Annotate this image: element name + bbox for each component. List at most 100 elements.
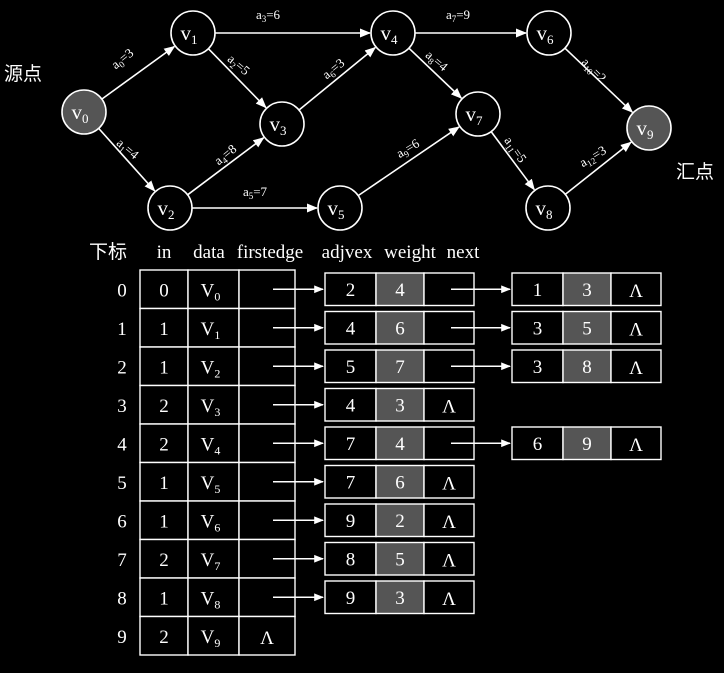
edge-label-v3-v4: a6=3 (319, 55, 348, 83)
row-4-edge1-weight: 4 (395, 434, 405, 455)
row-0-edge2-adjvex-cell (511, 272, 564, 307)
row-6-edge1-weight-cell (375, 503, 425, 538)
row-8-edge1-null: Λ (442, 589, 456, 610)
node-v7 (455, 91, 501, 137)
row-3-edge1-next-cell (423, 387, 475, 422)
row-0-index: 0 (117, 280, 127, 301)
edge-v2-v3 (187, 137, 265, 196)
edge-label-v4-v7: a8=4 (422, 47, 452, 76)
row-5-edge1-weight-cell (375, 464, 425, 499)
row-7-data-cell (187, 538, 240, 579)
row-5-edge1-adjvex: 7 (346, 473, 356, 494)
row-5-edge1-null: Λ (442, 474, 456, 495)
edge-label-v1-v3: a2=5 (224, 51, 253, 80)
row-7-edge1-weight: 5 (395, 550, 405, 571)
row-5-index: 5 (117, 473, 127, 494)
node-v5 (317, 185, 363, 231)
edge-v5-v7 (357, 126, 460, 197)
row-1-edge2-null: Λ (629, 320, 643, 341)
row-4-edge1-adjvex: 7 (346, 434, 356, 455)
row-4-index: 4 (117, 434, 127, 455)
row-8-in: 1 (159, 588, 169, 609)
node-v9 (626, 105, 672, 151)
row-4-data-cell (187, 423, 240, 464)
row-4-edge2-weight-cell (562, 426, 612, 461)
row-4-edge2-adjvex: 6 (533, 434, 543, 455)
edge-v3-v4 (298, 46, 377, 111)
row-3-data-cell (187, 384, 240, 425)
row-4-edge2-next-cell (610, 426, 662, 461)
row-3-edge1-weight: 3 (395, 396, 405, 417)
edge-v1-v3 (207, 48, 267, 109)
row-3-edge1-adjvex: 4 (346, 396, 356, 417)
row-2-edge1-adjvex-cell (324, 349, 377, 384)
row-0-edge2-next-cell (610, 272, 662, 307)
row-2-edge1-weight: 7 (395, 357, 405, 378)
node-v6 (526, 10, 572, 56)
row-8-index: 8 (117, 588, 127, 609)
edge-label-v6-v9: a10=2 (577, 54, 609, 86)
row-2-edge1-adjvex: 5 (346, 357, 356, 378)
header-data: data (193, 242, 225, 263)
row-1-edge2-weight: 5 (582, 319, 592, 340)
edge-label-v2-v5: a5=7 (243, 184, 268, 201)
row-4-edge2-adjvex-cell (511, 426, 564, 461)
row-1-edge1-adjvex-cell (324, 310, 377, 345)
edge-v6-v9 (564, 47, 634, 113)
row-6-index: 6 (117, 511, 127, 532)
row-2-in: 1 (159, 357, 169, 378)
row-6-in: 1 (159, 511, 169, 532)
row-7-index: 7 (117, 550, 127, 571)
row-1-in-cell (139, 307, 189, 348)
row-2-index: 2 (117, 357, 127, 378)
graph: a0=3a1=4a2=5a3=6a4=8a5=7a6=3a7=9a8=4a9=6… (4, 7, 714, 231)
node-v3 (259, 101, 305, 147)
edge-v4-v7 (408, 47, 463, 99)
row-5-edge1-weight: 6 (395, 473, 405, 494)
row-8-edge1-adjvex: 9 (346, 588, 356, 609)
row-6-edge1-adjvex: 9 (346, 511, 356, 532)
row-7-edge1-adjvex: 8 (346, 550, 356, 571)
row-6-edge1-adjvex-cell (324, 503, 377, 538)
edge-v7-v8 (490, 131, 535, 191)
row-0-edge1-adjvex: 2 (346, 280, 356, 301)
row-0-edge1-weight-cell (375, 272, 425, 307)
node-v1 (170, 10, 216, 56)
row-3-in: 2 (159, 396, 169, 417)
row-5-in: 1 (159, 473, 169, 494)
row-7-edge1-next-cell (423, 541, 475, 576)
node-v4 (370, 10, 416, 56)
row-6-edge1-next-cell (423, 503, 475, 538)
row-2-edge2-adjvex: 3 (533, 357, 543, 378)
row-1-edge2-adjvex: 3 (533, 319, 543, 340)
header-next: next (447, 242, 480, 263)
edge-label-v4-v6: a7=9 (446, 7, 470, 24)
row-5-edge1-adjvex-cell (324, 464, 377, 499)
header-firstedge: firstedge (237, 242, 303, 263)
row-8-edge1-weight: 3 (395, 588, 405, 609)
row-0-in: 0 (159, 280, 169, 301)
edge-label-v1-v4: a3=6 (256, 7, 281, 24)
row-9-firstedge-null: Λ (260, 628, 274, 649)
row-4-edge2-null: Λ (629, 435, 643, 456)
header-adjvex: adjvex (322, 242, 373, 263)
row-4-in: 2 (159, 434, 169, 455)
row-8-edge1-next-cell (423, 580, 475, 615)
row-7-in: 2 (159, 550, 169, 571)
edge-v0-v2 (98, 127, 156, 192)
row-0-data-cell (187, 269, 240, 310)
row-3-edge1-adjvex-cell (324, 387, 377, 422)
row-1-edge2-adjvex-cell (511, 310, 564, 345)
node-v8 (525, 185, 571, 231)
row-0-edge2-adjvex: 1 (533, 280, 543, 301)
row-1-edge1-adjvex: 4 (346, 319, 356, 340)
edge-label-v0-v1: a0=3 (108, 45, 137, 73)
edge-label-v5-v7: a9=6 (393, 135, 423, 162)
source-label: 源点 (4, 63, 42, 85)
edge-v0-v1 (101, 45, 176, 100)
row-3-index: 3 (117, 396, 127, 417)
node-v2 (147, 185, 193, 231)
row-6-edge1-null: Λ (442, 512, 456, 533)
row-7-edge1-adjvex-cell (324, 541, 377, 576)
row-0-edge1-weight: 4 (395, 280, 405, 301)
